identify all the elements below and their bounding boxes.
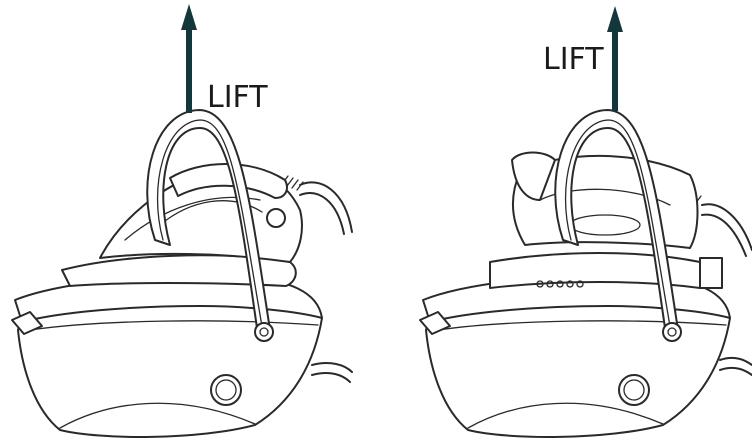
iron [511, 151, 699, 249]
arm-pivot [662, 322, 682, 342]
arm-pivot [254, 322, 274, 342]
lift-label-left: LIFT [207, 80, 268, 115]
lift-arrow-right [607, 6, 623, 111]
base-station [11, 274, 323, 438]
lift-arm [554, 109, 682, 342]
base-station [419, 252, 731, 438]
lift-arrow-left [181, 4, 197, 113]
lift-label-right: LIFT [543, 42, 604, 77]
lift-arm [146, 109, 274, 342]
iron [61, 163, 303, 287]
left-panel: LIFT [11, 4, 353, 438]
right-panel: LIFT [419, 6, 752, 438]
indicator-dots [536, 280, 584, 288]
